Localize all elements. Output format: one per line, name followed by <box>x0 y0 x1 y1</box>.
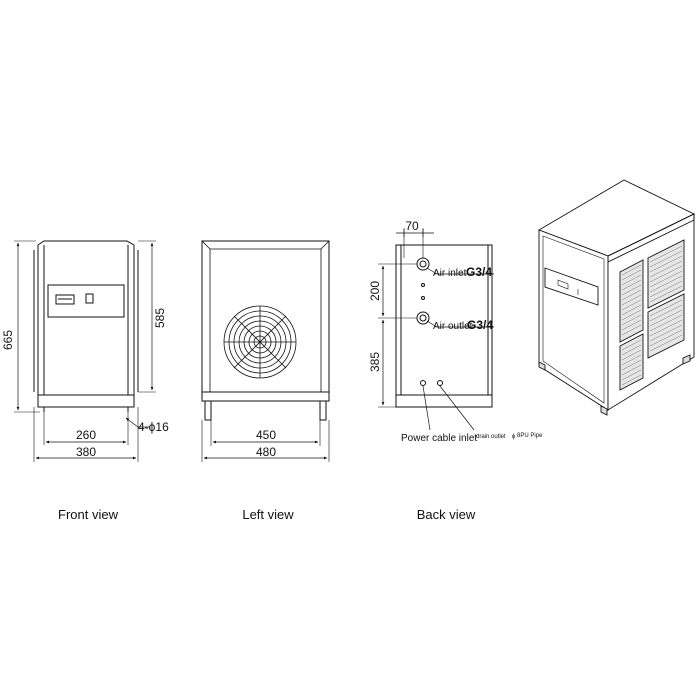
drain-outlet-icon <box>437 380 443 386</box>
front-holes-label: 4-ϕ16 <box>138 420 169 434</box>
left-cabinet-outline <box>201 240 330 402</box>
drain-symbol-label: ϕ <box>512 434 516 440</box>
front-height-label: 665 <box>1 330 15 350</box>
left-width-label: 480 <box>256 445 276 459</box>
air-outlet-size-label: G3/4 <box>467 318 493 332</box>
back-view-caption: Back view <box>417 507 476 522</box>
fan-grille-icon <box>223 305 297 379</box>
air-inlet-label: Air inlet <box>433 268 467 279</box>
power-inlet-icon <box>420 380 426 386</box>
left-view-caption: Left view <box>242 507 294 522</box>
back-view <box>378 228 494 431</box>
back-outlet-height-label: 385 <box>368 352 382 372</box>
front-foot-spacing-label: 260 <box>76 428 96 442</box>
drain-outlet-label: drain outlet <box>476 434 506 440</box>
back-port-spacing-label: 200 <box>368 281 382 301</box>
drain-pipe-label: 8PU Pipe <box>517 433 543 439</box>
air-inlet-size-label: G3/4 <box>466 265 492 279</box>
back-cabinet-outline <box>395 244 493 408</box>
dryer-isometric-icon <box>537 179 696 416</box>
front-view-caption: Front view <box>58 507 119 522</box>
front-cabinet-outline <box>37 240 135 408</box>
back-inlet-offset-label: 70 <box>405 219 419 233</box>
air-outlet-port-icon <box>416 311 430 325</box>
front-width-label: 380 <box>76 445 96 459</box>
left-inner-width-label: 450 <box>256 428 276 442</box>
front-view <box>14 240 156 462</box>
air-outlet-label: Air outlet <box>433 321 473 332</box>
front-control-panel <box>47 284 125 318</box>
left-view <box>201 240 330 462</box>
power-inlet-label: Power cable inlet <box>401 433 477 444</box>
front-inner-height-label: 585 <box>153 308 167 328</box>
